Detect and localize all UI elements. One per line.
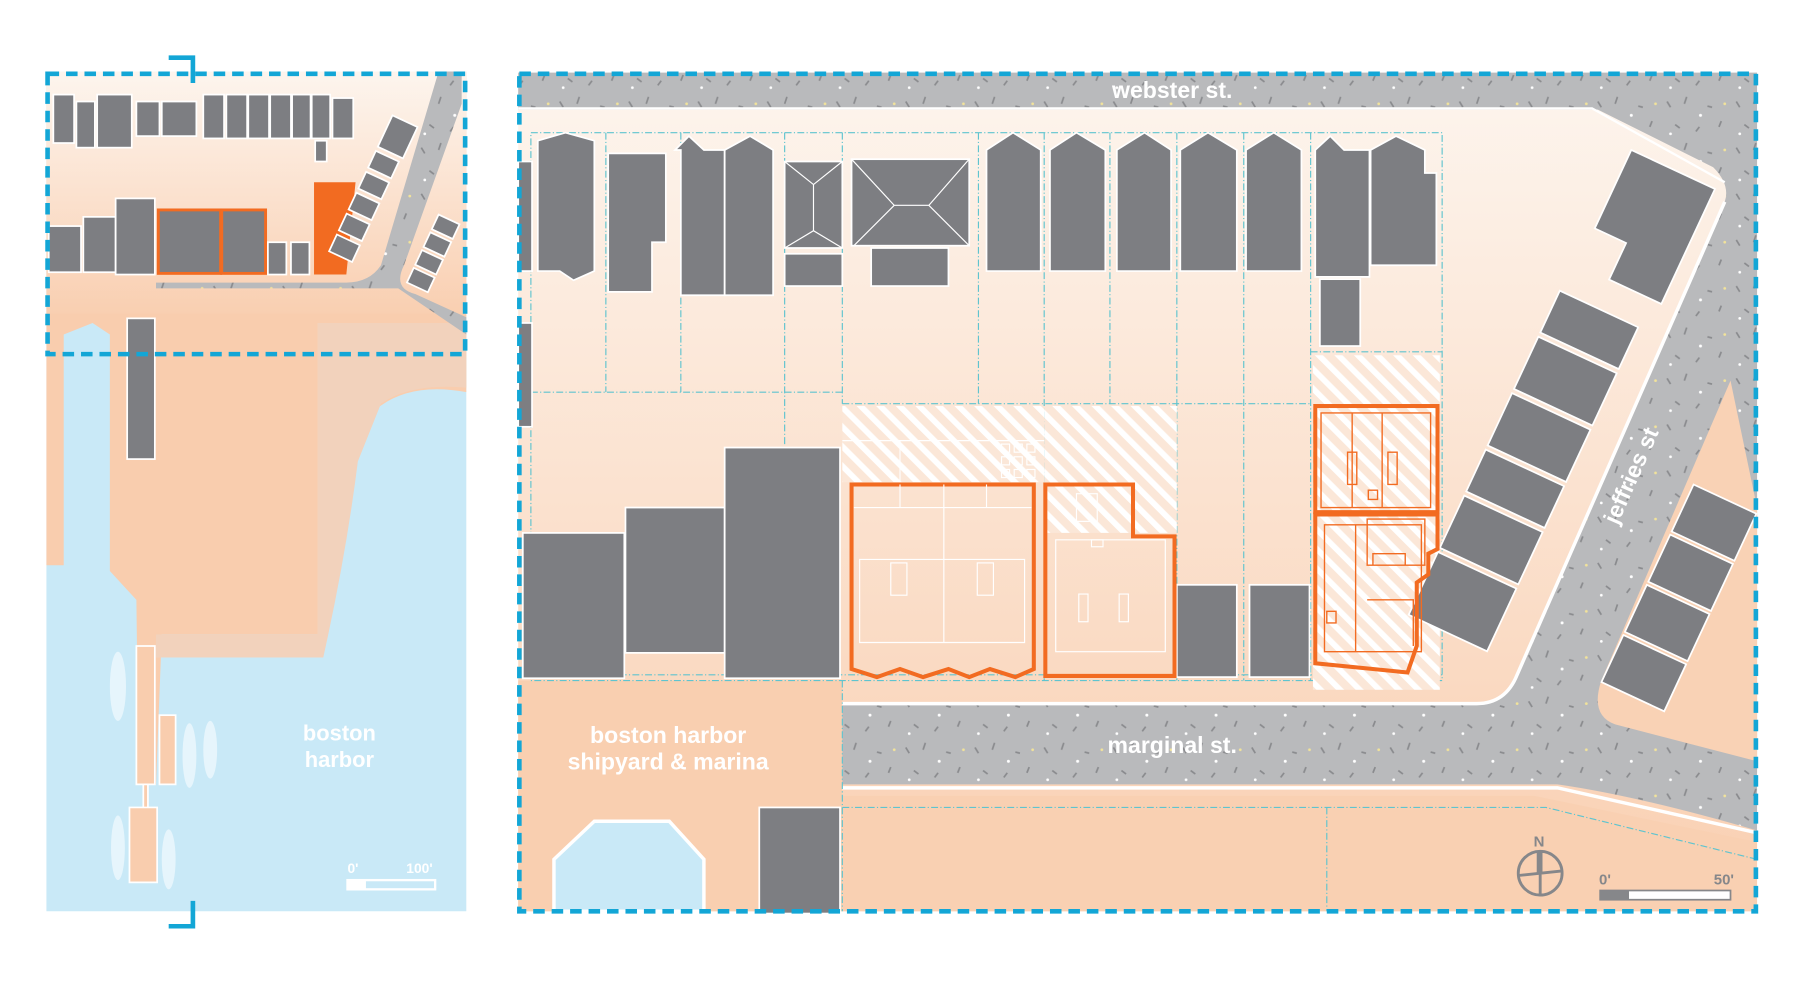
marina-label: boston harbor bbox=[590, 722, 746, 748]
svg-text:N: N bbox=[1534, 834, 1545, 851]
boats bbox=[109, 651, 218, 890]
street-label-webster: webster st. bbox=[1111, 77, 1232, 103]
marina-label: shipyard & marina bbox=[568, 748, 769, 774]
roads bbox=[518, 72, 1758, 912]
section-markers bbox=[168, 55, 196, 929]
locator-scale-bar: 0' 100' bbox=[346, 860, 437, 891]
svg-text:0': 0' bbox=[347, 860, 358, 876]
pier bbox=[128, 645, 159, 884]
water-label: harbor bbox=[305, 747, 375, 772]
locator-map: boston harbor 0' 100' bbox=[45, 55, 468, 929]
site-extent-frame bbox=[517, 71, 1759, 914]
street-label-marginal: marginal st. bbox=[1108, 732, 1237, 758]
scale-bar: 0' 50' bbox=[1599, 872, 1734, 901]
water-label: boston bbox=[303, 721, 376, 746]
north-arrow: N bbox=[1516, 834, 1564, 897]
svg-text:0': 0' bbox=[1599, 872, 1611, 889]
svg-text:100': 100' bbox=[406, 860, 432, 876]
locator-buildings bbox=[47, 93, 461, 460]
svg-text:50': 50' bbox=[1714, 872, 1734, 889]
buildings bbox=[517, 131, 1758, 915]
inset-extent-frame bbox=[45, 71, 468, 357]
locator-roads bbox=[156, 71, 467, 335]
proposed-buildings bbox=[842, 404, 1440, 680]
site-plan: webster st. marginal st. jeffries st bbox=[517, 71, 1759, 915]
hatched-open-space bbox=[842, 406, 1045, 483]
